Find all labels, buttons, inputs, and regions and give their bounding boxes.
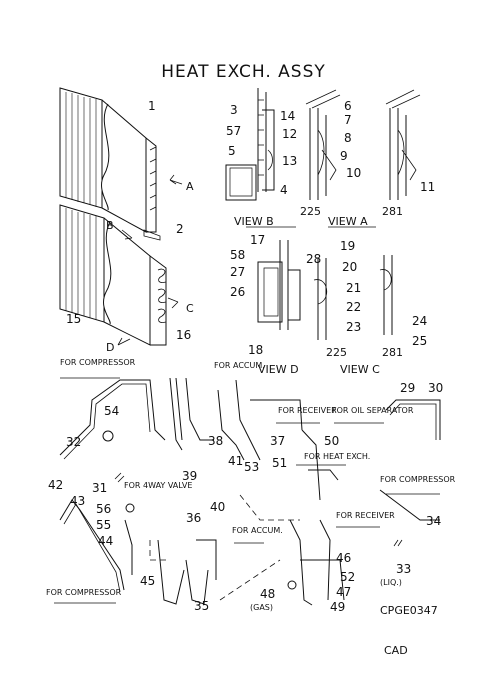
arrow-letter-d: D xyxy=(106,341,114,354)
variant-281-top: 281 xyxy=(382,205,403,218)
part-number: 38 xyxy=(208,434,223,448)
part-number: 35 xyxy=(194,599,209,613)
note-liq: (LIQ.) xyxy=(380,578,402,587)
part-number: 55 xyxy=(96,518,111,532)
part-number: 27 xyxy=(230,265,245,279)
view-label-c: VIEW C xyxy=(340,363,380,376)
part-number: 4 xyxy=(280,183,288,197)
part-number: 50 xyxy=(324,434,339,448)
note-for-heat-exch: FOR HEAT EXCH. xyxy=(304,452,370,461)
part-number: 54 xyxy=(104,404,119,418)
part-number: 53 xyxy=(244,460,259,474)
part-number-callouts: 1 2 3 4 5 6 7 8 9 10 11 12 13 14 15 16 1… xyxy=(48,99,443,614)
part-number: 46 xyxy=(336,551,351,565)
part-number: 23 xyxy=(346,320,361,334)
note-for-accum-lower: FOR ACCUM. xyxy=(232,526,283,535)
part-number: 9 xyxy=(340,149,348,163)
part-number: 32 xyxy=(66,435,81,449)
part-number: 11 xyxy=(420,180,435,194)
part-number: 33 xyxy=(396,562,411,576)
part-number: 29 xyxy=(400,381,415,395)
part-number: 31 xyxy=(92,481,107,495)
part-number: 26 xyxy=(230,285,245,299)
part-number: 8 xyxy=(344,131,352,145)
part-number: 57 xyxy=(226,124,241,138)
part-number: 5 xyxy=(228,144,236,158)
piping-assembly xyxy=(59,377,441,606)
note-for-compressor: FOR COMPRESSOR xyxy=(60,358,136,367)
part-number: 15 xyxy=(66,312,81,326)
heat-exchanger-coil-lower xyxy=(59,204,179,346)
variant-225-bottom: 225 xyxy=(326,346,347,359)
note-for-4way-valve: FOR 4WAY VALVE xyxy=(124,481,192,490)
part-number: 56 xyxy=(96,502,111,516)
cad-mark: CAD xyxy=(384,644,408,657)
part-number: 40 xyxy=(210,500,225,514)
arrow-letter-a: A xyxy=(186,180,194,193)
part-number: 58 xyxy=(230,248,245,262)
view-label-a: VIEW A xyxy=(328,215,368,228)
part-number: 43 xyxy=(70,494,85,508)
part-number: 51 xyxy=(272,456,287,470)
note-for-compressor-right: FOR COMPRESSOR xyxy=(380,475,456,484)
view-label-d: VIEW D xyxy=(258,363,299,376)
detail-view-b-a xyxy=(246,226,393,340)
arrow-letter-c: C xyxy=(186,302,194,315)
note-for-receiver-lower: FOR RECEIVER xyxy=(336,511,395,520)
part-number: 6 xyxy=(344,99,352,113)
part-number: 28 xyxy=(306,252,321,266)
note-for-accum: FOR ACCUM. xyxy=(214,361,265,370)
part-number: 12 xyxy=(282,127,297,141)
part-number: 47 xyxy=(336,585,351,599)
variant-281-bottom: 281 xyxy=(382,346,403,359)
part-number: 36 xyxy=(186,511,201,525)
heat-exchanger-coil-upper xyxy=(59,87,183,241)
part-number: 37 xyxy=(270,434,285,448)
part-number: 25 xyxy=(412,334,427,348)
part-number: 49 xyxy=(330,600,345,614)
part-number: 44 xyxy=(98,534,113,548)
part-number: 7 xyxy=(344,113,352,127)
part-number: 2 xyxy=(176,222,184,236)
part-number: 22 xyxy=(346,300,361,314)
note-gas: (GAS) xyxy=(250,603,273,612)
diagram-title: HEAT EXCH. ASSY xyxy=(161,62,326,82)
part-number: 17 xyxy=(250,233,265,247)
part-number: 18 xyxy=(248,343,263,357)
part-number: 48 xyxy=(260,587,275,601)
part-number: 34 xyxy=(426,514,441,528)
part-number: 52 xyxy=(340,570,355,584)
part-number: 39 xyxy=(182,469,197,483)
note-for-oil-separator: FOR OIL SEPARATOR xyxy=(332,406,414,415)
part-number: 41 xyxy=(228,454,243,468)
note-for-compressor-lower: FOR COMPRESSOR xyxy=(46,588,122,597)
part-number: 10 xyxy=(346,166,361,180)
part-number: 21 xyxy=(346,281,361,295)
view-label-b: VIEW B xyxy=(234,215,274,228)
drawing-code: CPGE0347 xyxy=(380,604,438,617)
part-number: 16 xyxy=(176,328,191,342)
part-number: 19 xyxy=(340,239,355,253)
part-number: 13 xyxy=(282,154,297,168)
part-number: 45 xyxy=(140,574,155,588)
detail-upper-middle xyxy=(225,88,421,201)
arrow-letter-b: B xyxy=(106,219,114,232)
note-underlines xyxy=(54,377,440,604)
part-number: 24 xyxy=(412,314,427,328)
part-number: 1 xyxy=(148,99,156,113)
note-for-receiver: FOR RECEIVER xyxy=(278,406,337,415)
part-number: 42 xyxy=(48,478,63,492)
part-number: 20 xyxy=(342,260,357,274)
variant-225-top: 225 xyxy=(300,205,321,218)
part-number: 14 xyxy=(280,109,295,123)
part-number: 3 xyxy=(230,103,238,117)
part-number: 30 xyxy=(428,381,443,395)
